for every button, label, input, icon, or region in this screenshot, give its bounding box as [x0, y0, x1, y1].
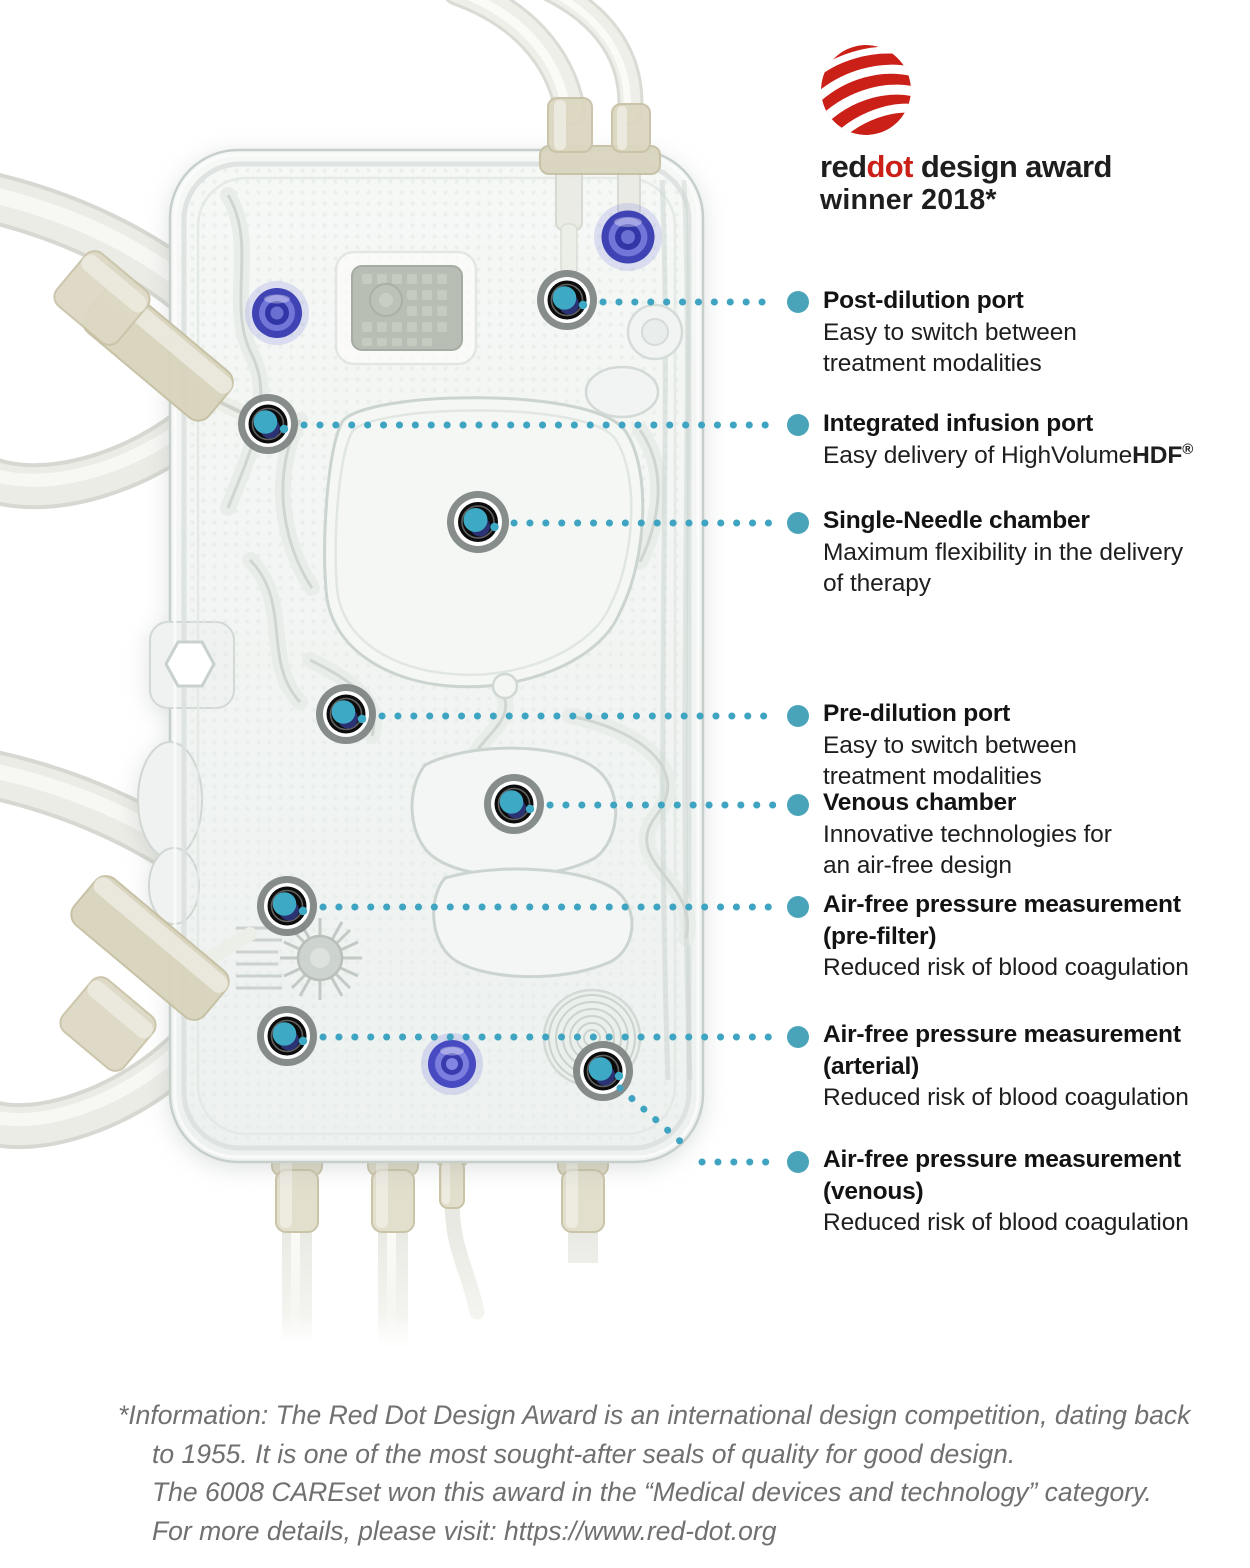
- body-bold-hdf: HDF: [1132, 441, 1183, 469]
- callout-terminal-dots: [787, 291, 809, 1173]
- port-venous-pressure: [573, 1041, 633, 1101]
- callout-title: Single-Needle chamber: [823, 507, 1090, 534]
- blue-port-bottom: [421, 1033, 483, 1095]
- callout-title: Air-free pressure measurement (arterial): [823, 1021, 1181, 1080]
- callout-body: Maximum flexibility in the delivery of t…: [823, 538, 1184, 598]
- callout-post-dilution-port: Post-dilution port Easy to switch betwee…: [823, 285, 1250, 380]
- registered-mark: ®: [1182, 440, 1194, 458]
- callout-body: Reduced risk of blood coagulation: [823, 1084, 1189, 1111]
- footnote-line: The 6008 CAREset won this award in the “…: [152, 1477, 1152, 1508]
- callout-pre-dilution-port: Pre-dilution port Easy to switch between…: [823, 698, 1250, 793]
- body-regular: Easy delivery of HighVolume: [823, 441, 1133, 469]
- connector-upper-left: [53, 250, 268, 430]
- blue-port-top: [594, 203, 662, 271]
- callout-title: Venous chamber: [823, 789, 1017, 816]
- callout-venous-chamber: Venous chamber Innovative technologies f…: [823, 787, 1250, 882]
- callout-title: Air-free pressure measurement (pre-filte…: [823, 891, 1181, 950]
- callout-body: Reduced risk of blood coagulation: [823, 1209, 1189, 1236]
- callout-title: Air-free pressure measurement (venous): [823, 1146, 1181, 1205]
- footnote-line: to 1955. It is one of the most sought-af…: [152, 1438, 1016, 1469]
- reddot-word-red: red: [820, 149, 867, 184]
- port-venous-chamber: [484, 774, 544, 834]
- callout-body: Easy delivery of HighVolumeHDF®: [823, 440, 1250, 475]
- reddot-award-title: reddot design award: [820, 150, 1112, 184]
- callout-body: Easy to switch between treatment modalit…: [823, 731, 1077, 791]
- footnote-line: *Information: The Red Dot Design Award i…: [118, 1400, 1191, 1430]
- chip-matrix: [334, 250, 478, 366]
- callout-body: Reduced risk of blood coagulation: [823, 954, 1189, 981]
- blue-port-upper-left: [245, 281, 309, 345]
- tube-top-pair: [445, 0, 644, 126]
- hex-cutout: [164, 640, 216, 688]
- callout-integrated-infusion-port: Integrated infusion port Easy delivery o…: [823, 408, 1250, 474]
- reddot-winner-line: winner 2018*: [820, 184, 997, 216]
- port-arterial-pressure: [257, 1006, 317, 1066]
- callout-body: Easy to switch between treatment modalit…: [823, 318, 1077, 378]
- reddot-word-dot: dot: [866, 149, 913, 184]
- callout-title: Integrated infusion port: [823, 410, 1094, 437]
- footnote-line: For more details, please visit: https://…: [152, 1515, 777, 1546]
- callout-single-needle-chamber: Single-Needle chamber Maximum flexibilit…: [823, 505, 1250, 600]
- port-pre-dilution: [316, 684, 376, 744]
- callout-arterial-pressure: Air-free pressure measurement (arterial)…: [823, 1019, 1250, 1114]
- footnote: *Information: The Red Dot Design Award i…: [118, 1396, 1190, 1550]
- connector-lower-left: [59, 875, 257, 1072]
- reddot-award-text: reddot design award winner 2018*: [820, 150, 1112, 217]
- port-single-needle: [447, 491, 509, 553]
- reddot-sphere-icon: [818, 45, 914, 138]
- callout-body: Innovative technologies for an air-free …: [823, 820, 1112, 880]
- callout-dotted-lines: [300, 298, 781, 1166]
- callout-title: Post-dilution port: [823, 287, 1024, 314]
- gear-detail: [236, 918, 362, 1000]
- callout-prefilter-pressure: Air-free pressure measurement (pre-filte…: [823, 889, 1250, 984]
- reddot-word-design-award: design award: [912, 149, 1113, 184]
- port-prefilter-pressure: [257, 876, 317, 936]
- callout-title: Pre-dilution port: [823, 700, 1011, 727]
- port-post-dilution: [537, 270, 597, 330]
- port-integrated-infusion: [238, 394, 298, 454]
- callout-venous-pressure: Air-free pressure measurement (venous) R…: [823, 1144, 1250, 1239]
